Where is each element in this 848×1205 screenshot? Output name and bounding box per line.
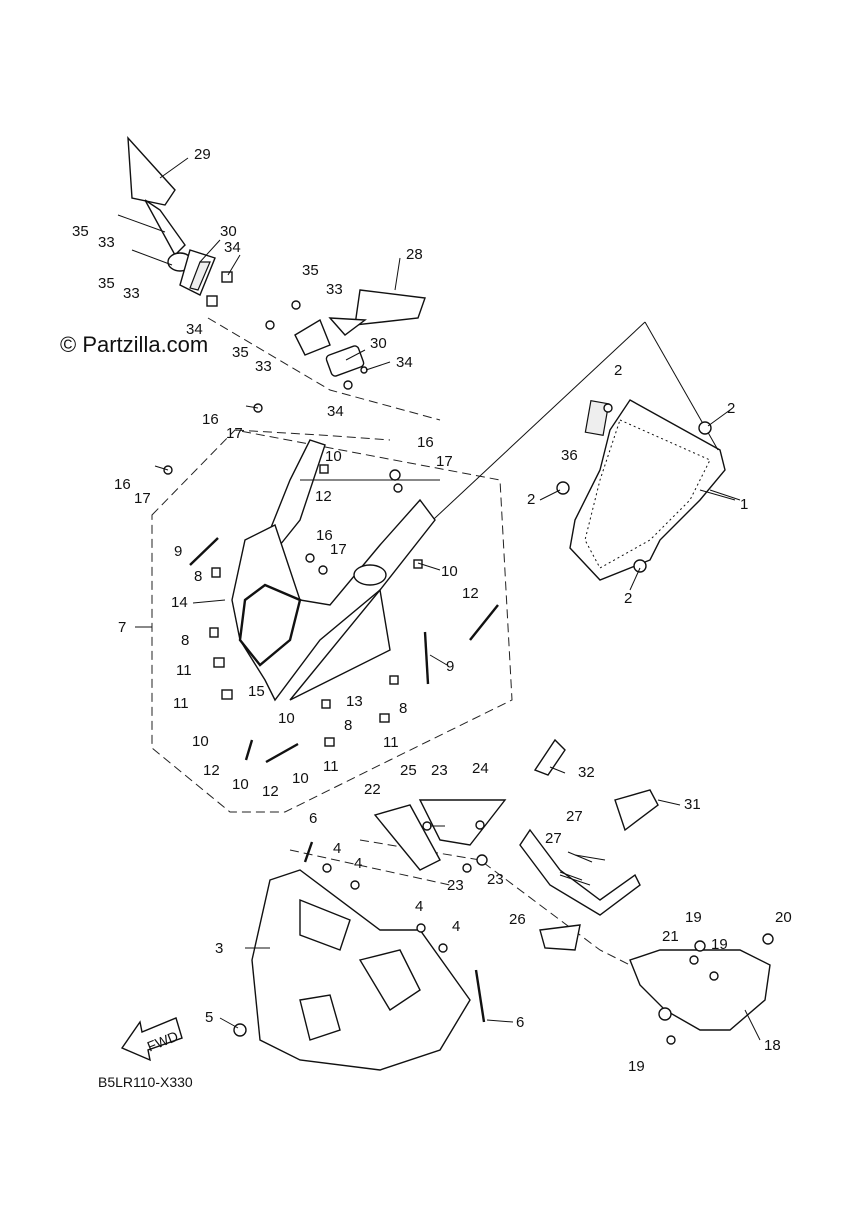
callout-36: 36 [561, 447, 578, 464]
callout-16: 16 [316, 527, 333, 544]
callout-33: 33 [123, 285, 140, 302]
callout-15: 15 [248, 683, 265, 700]
callout-34: 34 [186, 321, 203, 338]
under-cowl [251, 869, 471, 1071]
callout-4: 4 [354, 855, 362, 872]
callout-2: 2 [614, 362, 622, 379]
callout-12: 12 [315, 488, 332, 505]
callout-17: 17 [436, 453, 453, 470]
callout-24: 24 [472, 760, 489, 777]
callout-26: 26 [509, 911, 526, 928]
callout-33: 33 [326, 281, 343, 298]
callout-8: 8 [344, 717, 352, 734]
mirror-right [265, 289, 426, 390]
callout-35: 35 [232, 344, 249, 361]
callout-33: 33 [98, 234, 115, 251]
group-outline-top [234, 429, 391, 441]
callout-10: 10 [192, 733, 209, 750]
callout-7: 7 [118, 619, 126, 636]
callout-2: 2 [527, 491, 535, 508]
fasteners [154, 403, 774, 1045]
callout-8: 8 [399, 700, 407, 717]
watermark: © Partzilla.com [60, 332, 208, 357]
callout-3: 3 [215, 940, 223, 957]
callout-35: 35 [72, 223, 89, 240]
callout-16: 16 [202, 411, 219, 428]
callout-35: 35 [98, 275, 115, 292]
callout-19: 19 [628, 1058, 645, 1075]
callout-4: 4 [452, 918, 460, 935]
callout-1: 1 [740, 496, 748, 513]
callout-23: 23 [447, 877, 464, 894]
callout-10: 10 [441, 563, 458, 580]
callout-12: 12 [203, 762, 220, 779]
fwd-arrow-icon: FWD [120, 1017, 183, 1062]
brackets [519, 738, 659, 951]
callout-19: 19 [711, 936, 728, 953]
leader-lines [135, 157, 761, 1041]
callout-23: 23 [487, 871, 504, 888]
callout-31: 31 [684, 796, 701, 813]
callout-9: 9 [446, 658, 454, 675]
callout-12: 12 [262, 783, 279, 800]
callout-13: 13 [346, 693, 363, 710]
callout-27: 27 [545, 830, 562, 847]
callout-22: 22 [364, 781, 381, 798]
callout-30: 30 [370, 335, 387, 352]
callout-14: 14 [171, 594, 188, 611]
callout-10: 10 [292, 770, 309, 787]
callout-27: 27 [566, 808, 583, 825]
callout-23: 23 [431, 762, 448, 779]
upper-cowling [231, 439, 440, 702]
callout-6: 6 [516, 1014, 524, 1031]
callout-33: 33 [255, 358, 272, 375]
callout-12: 12 [462, 585, 479, 602]
callout-34: 34 [224, 239, 241, 256]
inner-panel [373, 799, 507, 871]
callout-10: 10 [325, 448, 342, 465]
callout-11: 11 [173, 695, 189, 712]
mirror-left [117, 136, 233, 307]
callout-28: 28 [406, 246, 423, 263]
callout-8: 8 [194, 568, 202, 585]
callout-2: 2 [727, 400, 735, 417]
clips [189, 464, 499, 1023]
callout-10: 10 [278, 710, 295, 727]
windscreen [389, 321, 726, 581]
callout-20: 20 [775, 909, 792, 926]
callout-4: 4 [333, 840, 341, 857]
callout-29: 29 [194, 146, 211, 163]
callout-11: 11 [383, 734, 399, 751]
callout-2: 2 [624, 590, 632, 607]
cowling-group-outline [151, 429, 513, 813]
mirror-leader-dashed [207, 317, 441, 421]
callout-17: 17 [134, 490, 151, 507]
callout-5: 5 [205, 1009, 213, 1026]
callout-18: 18 [764, 1037, 781, 1054]
callout-9: 9 [174, 543, 182, 560]
callout-11: 11 [176, 662, 192, 679]
callout-10: 10 [232, 776, 249, 793]
callout-32: 32 [578, 764, 595, 781]
callout-11: 11 [323, 758, 339, 775]
diagram-code: B5LR110-X330 [98, 1074, 193, 1090]
callout-34: 34 [396, 354, 413, 371]
callout-6: 6 [309, 810, 317, 827]
callout-19: 19 [685, 909, 702, 926]
callout-16: 16 [114, 476, 131, 493]
callout-34: 34 [327, 403, 344, 420]
callout-labels: 29 35 33 30 34 35 33 34 28 35 33 35 33 3… [72, 146, 792, 1075]
callout-25: 25 [400, 762, 417, 779]
callout-17: 17 [330, 541, 347, 558]
callout-21: 21 [662, 928, 679, 945]
callout-17: 17 [226, 425, 243, 442]
callout-16: 16 [417, 434, 434, 451]
callout-35: 35 [302, 262, 319, 279]
callout-30: 30 [220, 223, 237, 240]
callout-8: 8 [181, 632, 189, 649]
callout-4: 4 [415, 898, 423, 915]
